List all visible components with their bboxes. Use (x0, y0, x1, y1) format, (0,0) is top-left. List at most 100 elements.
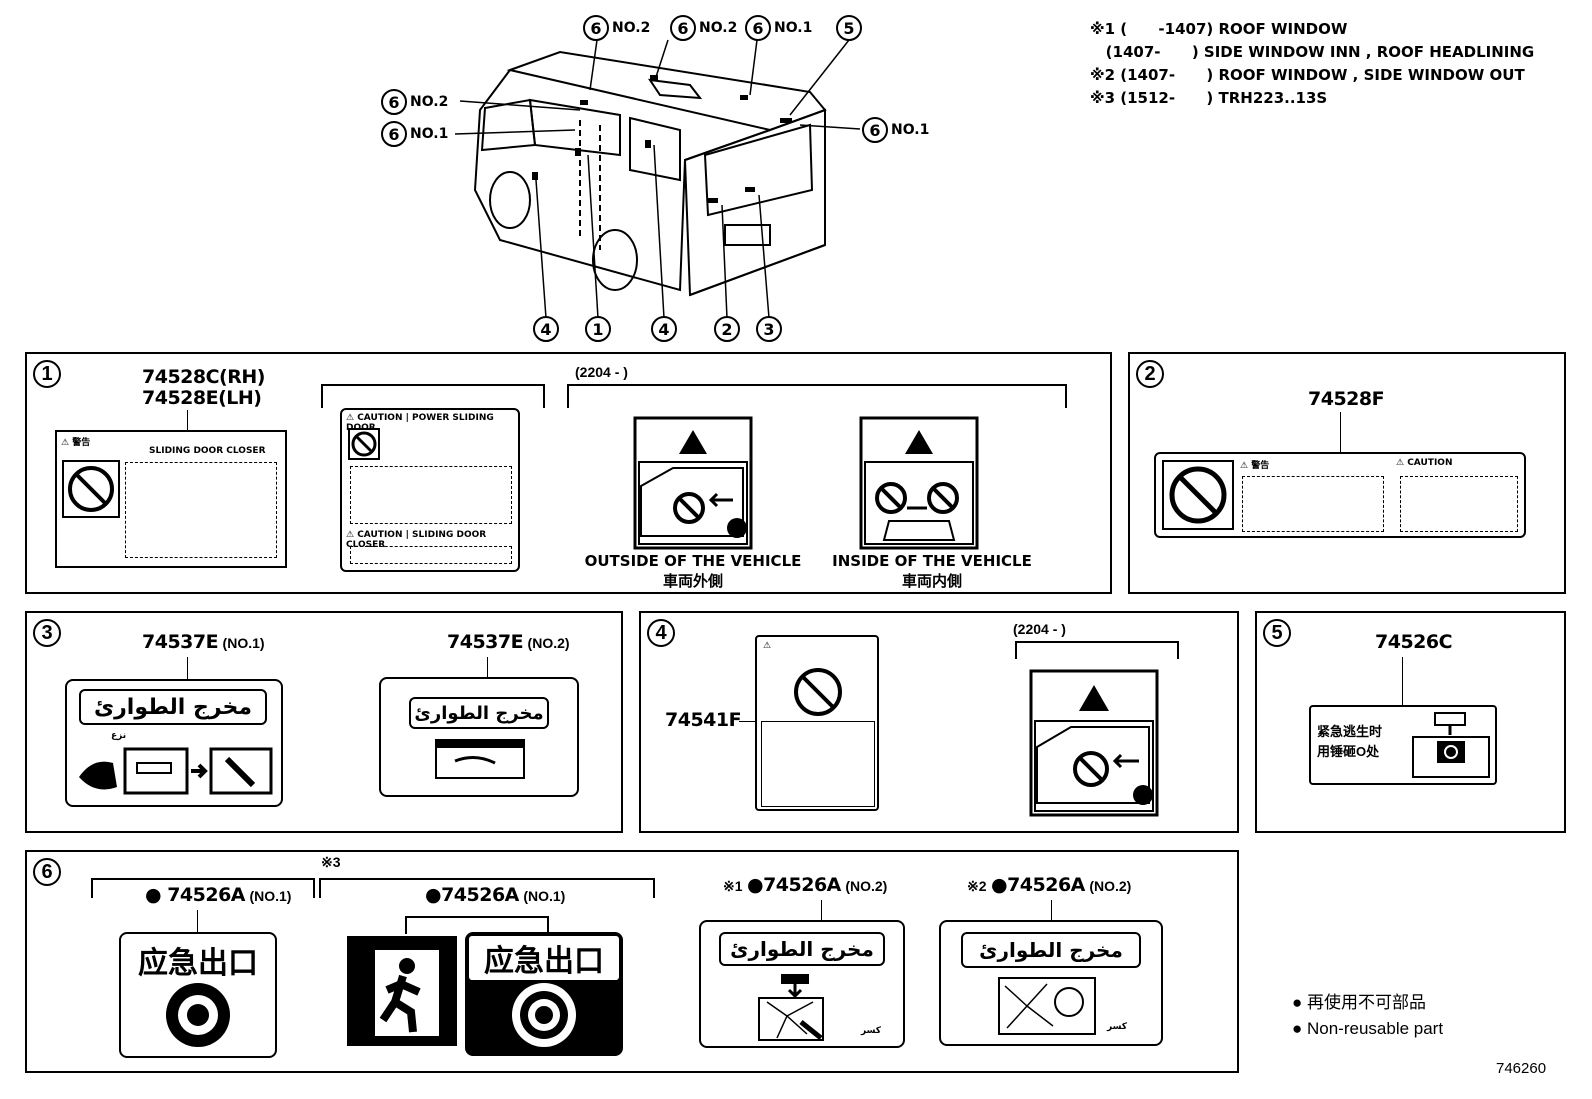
leader (197, 910, 198, 932)
callout-3: 3 (756, 316, 782, 342)
label-74526a-no2-a: مخرج الطوارئ كسر (699, 920, 905, 1048)
break-text: كسر (861, 1026, 881, 1036)
label-74541f: ⚠ (755, 635, 879, 811)
panel-number: 1 (33, 360, 61, 388)
leader-lines (454, 39, 861, 319)
leader (187, 657, 188, 679)
leader (487, 657, 488, 679)
panel-2: 2 74528F ⚠ 警告 ⚠ CAUTION (1128, 352, 1566, 594)
emergency-exit-arabic: مخرج الطوارئ (719, 932, 885, 966)
callout-number: 1 (585, 316, 611, 342)
note-1: ※1 ( -1407) ROOF WINDOW (1090, 20, 1348, 38)
pull-text: نزع (111, 731, 127, 741)
leader (187, 410, 188, 430)
part-sub: (NO.1) (222, 635, 265, 651)
bracket-left (321, 384, 545, 408)
running-man-exit-icon (347, 936, 457, 1046)
target-icon (512, 983, 576, 1047)
part-sub: (NO.1) (523, 888, 566, 904)
pull-hammer-icon (79, 747, 273, 795)
callout-sub: NO.2 (699, 20, 738, 36)
caution-title: SLIDING DOOR CLOSER (346, 530, 487, 550)
note-1b: (1407- ) SIDE WINDOW INN , ROOF HEADLINI… (1090, 43, 1535, 61)
label-74537e-no1: مخرج الطوارئ نزع (65, 679, 283, 807)
target-icon (166, 983, 230, 1047)
callout-number: 4 (533, 316, 559, 342)
label-text-2: 用锤砸O处 (1317, 744, 1380, 759)
leader (1340, 412, 1341, 452)
outside-caption-en: OUTSIDE OF THE VEHICLE (584, 552, 802, 570)
panel-number: 3 (33, 619, 61, 647)
label-74537e-no2: مخرج الطوارئ (379, 677, 579, 797)
label-74526c: 紧急逃生时 用锤砸O处 (1309, 705, 1497, 785)
legend-line-1: ● 再使用不可部品 (1292, 993, 1426, 1012)
label-74528c: ⚠ 警告 SLIDING DOOR CLOSER (55, 430, 287, 568)
callout-number: 6 (670, 15, 696, 41)
caution-text: CAUTION (357, 530, 403, 540)
callout-5: 5 (836, 15, 862, 41)
leader (1051, 900, 1052, 920)
panel-1: 1 74528C(RH) 74528E(LH) ⚠ 警告 SLIDING DOO… (25, 352, 1112, 594)
part-number: 74526C (1375, 631, 1453, 653)
part-sub: (NO.2) (845, 878, 888, 894)
note-3-mark: ※3 (321, 854, 341, 870)
no-hand-icon (348, 428, 380, 460)
panel-number: 4 (647, 619, 675, 647)
bracket (1015, 641, 1179, 659)
callout-number: 5 (836, 15, 862, 41)
text-placeholder (125, 462, 277, 558)
emergency-exit-text: 应急出口 (469, 936, 619, 980)
callout-sub: NO.1 (774, 20, 813, 36)
outside-caption-jp: 車両外側 (662, 572, 723, 590)
inside-caption-jp: 車両内側 (901, 572, 962, 590)
caution-header: ⚠ (763, 641, 772, 651)
legend: ● 再使用不可部品 ● Non-reusable part (1292, 990, 1443, 1042)
part-sub: (NO.2) (527, 635, 570, 651)
no-hand-icon (62, 460, 120, 518)
part-2: ●74526A (NO.1) (425, 884, 565, 906)
fist-break-icon (998, 977, 1096, 1035)
part-sub: (NO.1) (249, 888, 292, 904)
callout-sub: NO.1 (891, 122, 930, 138)
no-hand-icon (794, 668, 842, 716)
emergency-exit-arabic: مخرج الطوارئ (409, 697, 549, 729)
part-number: ●74526A (990, 874, 1085, 896)
part-number: 74541F (665, 709, 742, 731)
label-power-sliding-door: ⚠ CAUTION | POWER SLIDING DOOR ⚠ CAUTION… (340, 408, 520, 572)
emergency-exit-arabic: مخرج الطوارئ (961, 932, 1141, 968)
callout-number: 6 (583, 15, 609, 41)
panel-number: 6 (33, 858, 61, 886)
date-range: (2204 - ) (575, 364, 628, 380)
panel-3: 3 74537E (NO.1) مخرج الطوارئ نزع 74537E … (25, 611, 623, 833)
leader (821, 900, 822, 920)
caution-header-2: ⚠ CAUTION | SLIDING DOOR CLOSER (346, 530, 487, 550)
hammer-break-icon (758, 974, 824, 1041)
bracket-1 (91, 878, 315, 898)
caution-text: CAUTION (1407, 458, 1453, 468)
callout-sub: NO.1 (410, 126, 449, 142)
caution-header: ⚠ CAUTION (1396, 458, 1453, 468)
leader (1402, 657, 1403, 705)
part-2: 74537E (NO.2) (447, 631, 570, 653)
inside-vehicle-pictogram (859, 416, 979, 550)
part-3: ※1 ●74526A (NO.2) (723, 874, 887, 896)
bracket-2 (319, 878, 655, 898)
date-range: (2204 - ) (1013, 621, 1066, 637)
emergency-exit-text: 应急出口 (138, 947, 258, 980)
part-number: ● 74526A (145, 884, 246, 906)
part-number: 74537E (447, 631, 524, 653)
label-74526a-no2-b: مخرج الطوارئ كسر (939, 920, 1163, 1046)
text-placeholder (761, 721, 875, 807)
callout-number: 6 (381, 89, 407, 115)
callout-number: 4 (651, 316, 677, 342)
part-number: ●74526A (425, 884, 519, 906)
part-sub: (NO.2) (1089, 878, 1132, 894)
break-glass-icon (1412, 712, 1490, 778)
callout-sub: NO.2 (410, 94, 449, 110)
callout-number: 6 (745, 15, 771, 41)
